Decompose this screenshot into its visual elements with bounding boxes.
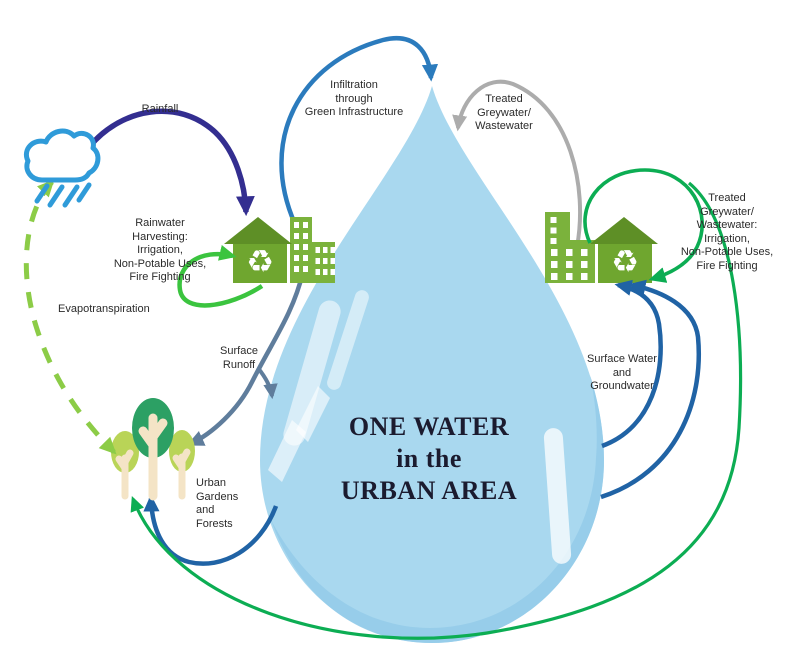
left-eco-house-icon: ♻ xyxy=(224,217,292,283)
treated-greywater-arrow xyxy=(452,79,583,248)
water-drop-body xyxy=(260,86,604,643)
surface-groundwater-label: Surface Water and Groundwater xyxy=(587,353,657,392)
infiltration-arrow xyxy=(279,36,439,225)
right-eco-house-icon: ♻ xyxy=(590,217,658,283)
tree-trunks xyxy=(115,413,191,501)
greywater-reuse-arrow xyxy=(583,168,704,283)
runoff-to-drop-arrow xyxy=(256,366,278,400)
infiltration-label: Infiltration through Green Infrastructur… xyxy=(304,79,404,118)
evapotranspiration-arrow xyxy=(23,179,117,455)
rainfall-label: Rainfall xyxy=(141,103,179,115)
groundwater-arrow-2 xyxy=(600,279,701,500)
cloud-outline xyxy=(24,128,101,183)
left-building-icon xyxy=(290,217,335,283)
rainwater-harvesting-arrow xyxy=(177,244,264,308)
right-building-windows xyxy=(550,217,588,280)
recycle-icon: ♻ xyxy=(611,244,639,280)
surface-runoff-label: Surface Runoff xyxy=(220,345,258,371)
water-drop-highlights xyxy=(268,290,572,564)
rainfall-arrow xyxy=(87,108,255,217)
rain-lines xyxy=(34,182,92,208)
rainwater-harvesting-label: Rainwater Harvesting: Irrigation, Non-Po… xyxy=(113,217,207,283)
rain-cloud-icon xyxy=(24,128,101,208)
water-drop xyxy=(260,86,604,643)
greywater-to-gardens-arrow xyxy=(130,181,743,640)
water-to-gardens-arrow xyxy=(143,494,279,566)
diagram-title: ONE WATER in the URBAN AREA xyxy=(340,412,518,505)
treated-greywater-right-label: Treated Greywater/ Wastewater: Irrigatio… xyxy=(680,192,774,272)
urban-trees-icon xyxy=(111,398,195,501)
right-building-icon xyxy=(545,212,595,283)
recycle-icon: ♻ xyxy=(246,244,274,280)
surface-runoff-arrow xyxy=(186,271,306,447)
urban-gardens-label: Urban Gardens and Forests xyxy=(196,477,239,530)
treated-greywater-top-label: Treated Greywater/ Wastewater xyxy=(475,93,533,132)
left-building-windows xyxy=(294,222,335,275)
evapotranspiration-label: Evapotranspiration xyxy=(58,303,150,315)
